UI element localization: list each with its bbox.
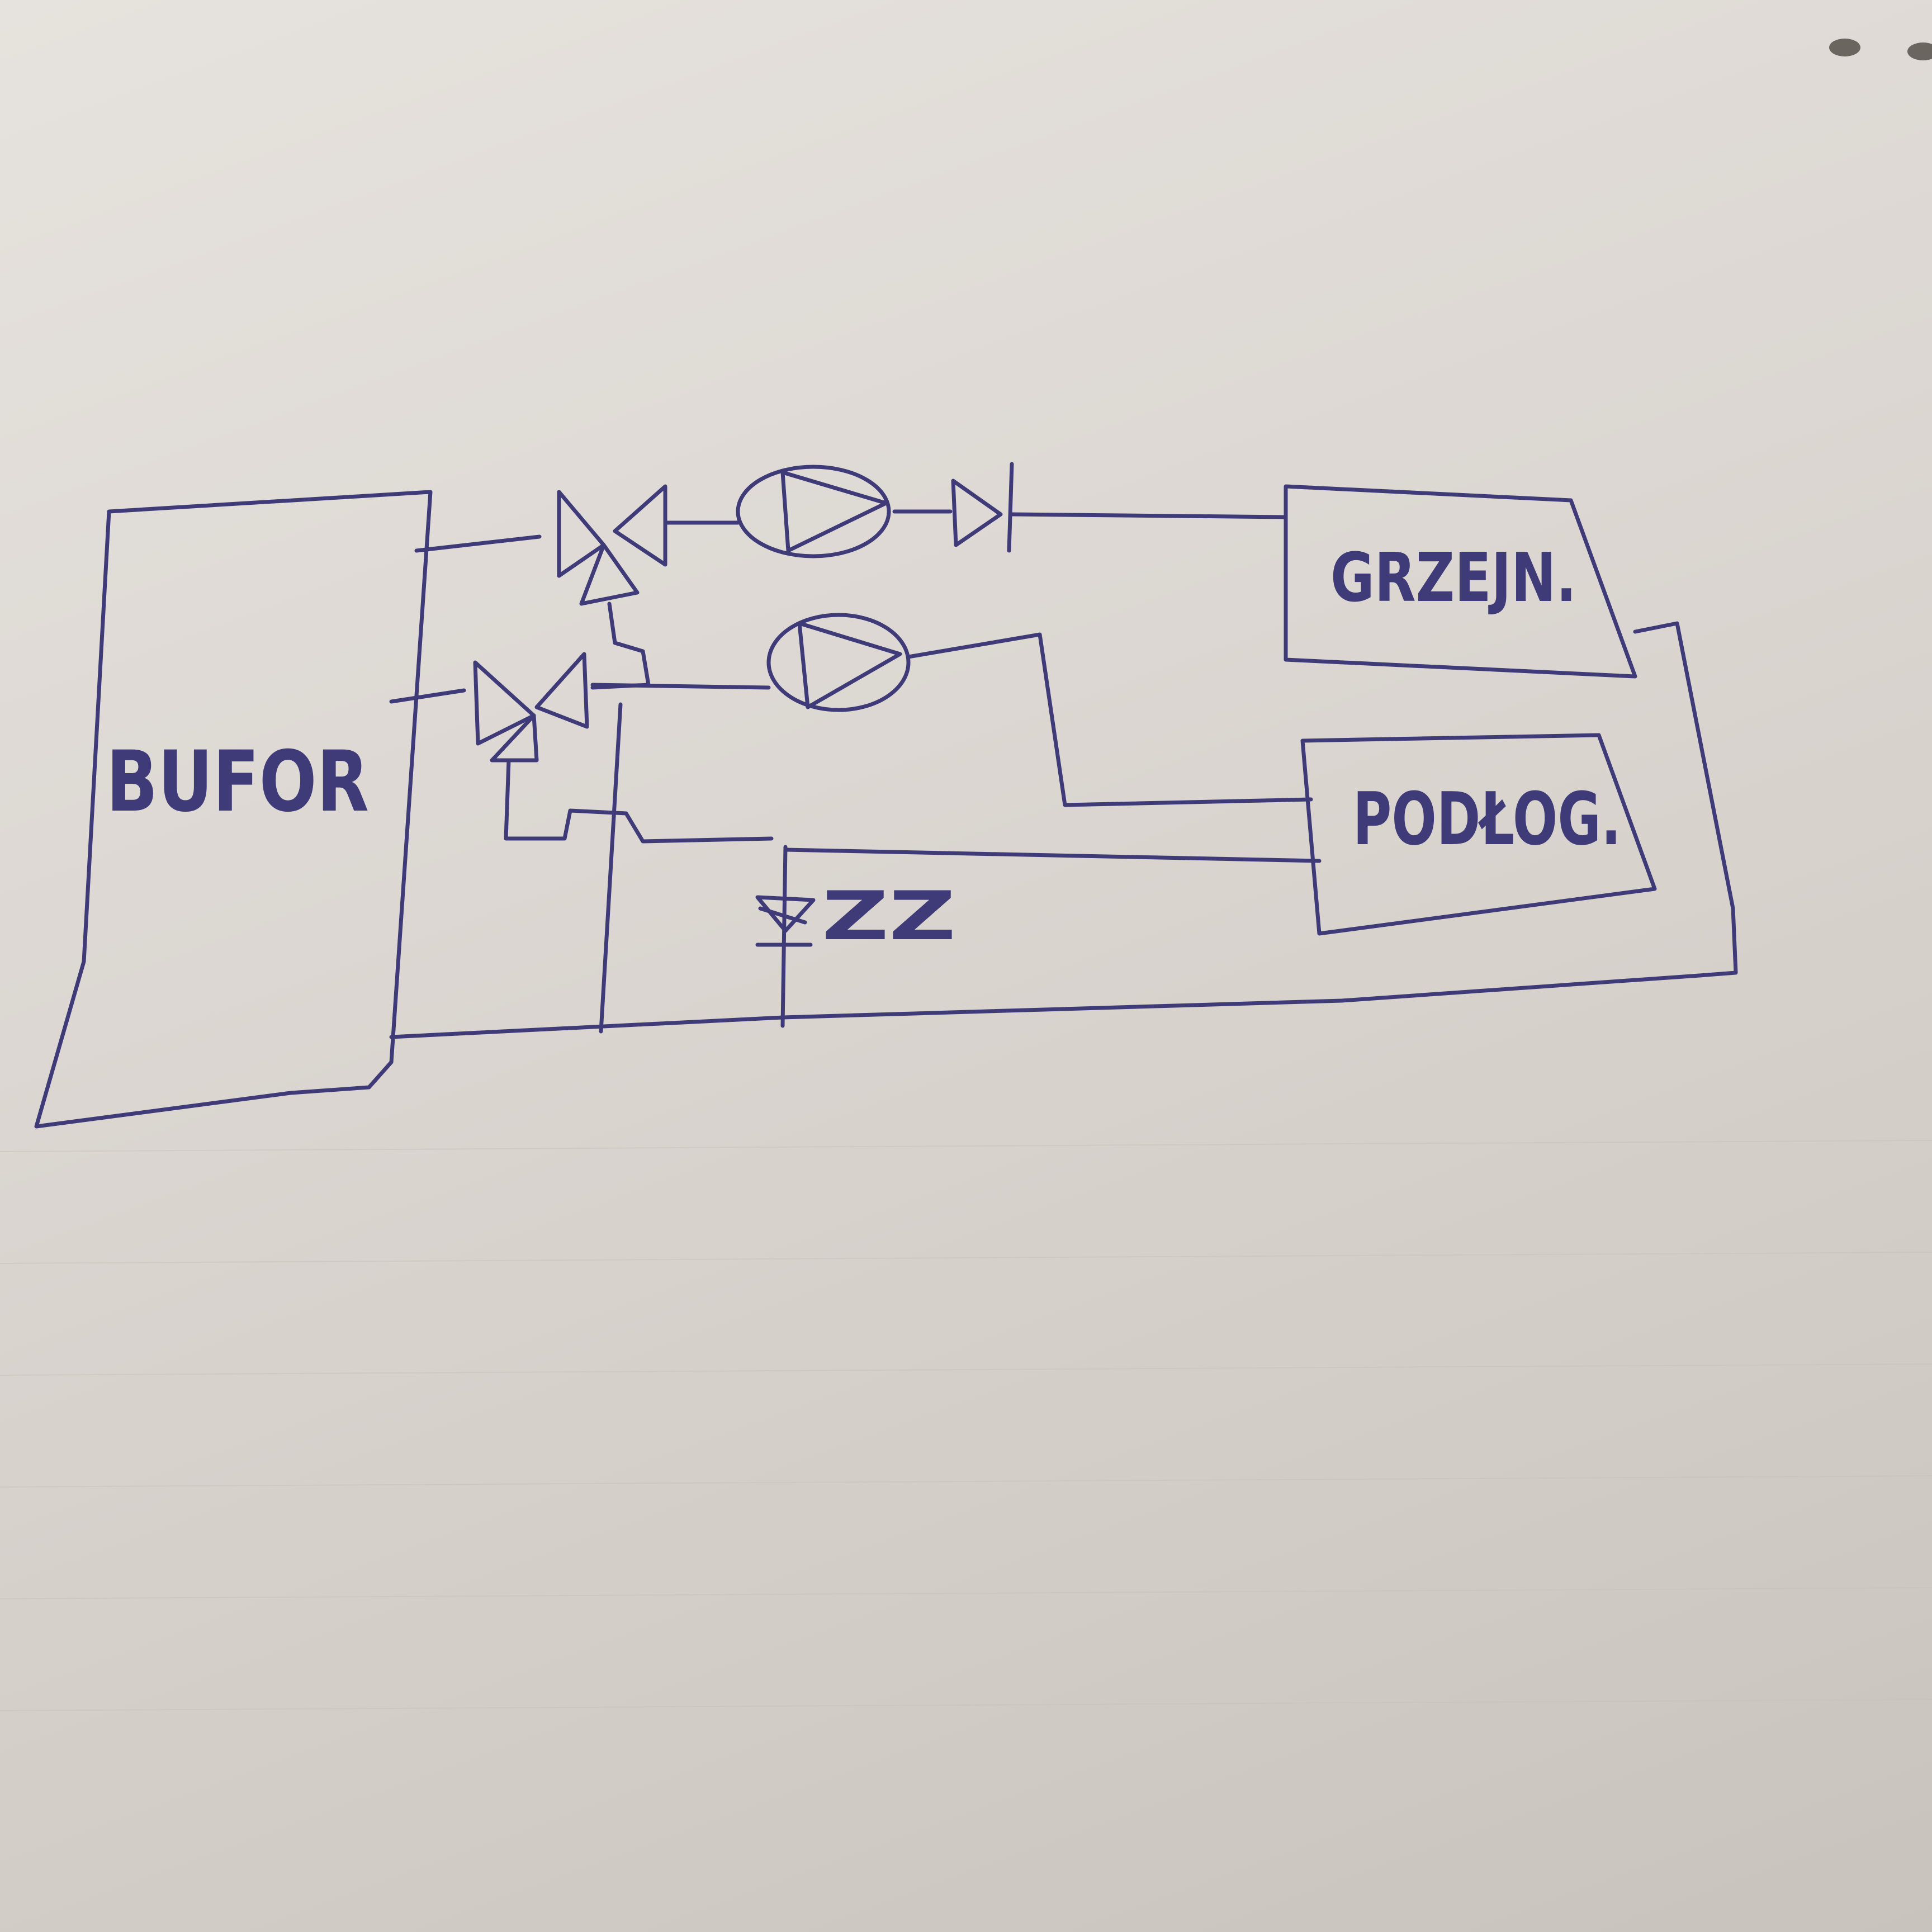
valve-icon <box>755 895 816 947</box>
grzejn-label: GRZEJN. <box>1330 539 1576 617</box>
pump-icon <box>766 613 911 712</box>
pipe-bufor-to-lower-valve <box>389 688 466 704</box>
podlog-label: PODŁOG. <box>1353 776 1621 861</box>
pipe-lower-valve-to-pump <box>590 683 771 690</box>
bufor-label: BUFOR <box>106 733 369 831</box>
binder-hole-icons <box>1829 39 1932 60</box>
pipe-to-podlog <box>906 632 1313 807</box>
paper-lines <box>0 1140 1932 1711</box>
pipe-bufor-to-upper-valve <box>414 534 542 553</box>
pipe-zz-vertical <box>780 845 788 1028</box>
pipe-vertical-bypass <box>599 702 623 1034</box>
pipe-to-grzejn <box>1010 512 1288 519</box>
pipe-lower-valve-bypass <box>590 602 651 690</box>
pump-icon <box>736 465 891 558</box>
pipe-podlog-return <box>783 847 1322 863</box>
podlog-box <box>1300 733 1657 936</box>
three-way-valve-icon <box>473 652 589 763</box>
check-valve-icon <box>951 462 1014 553</box>
three-way-valve-icon <box>557 484 667 606</box>
pipe-grzejn-return <box>389 621 1738 1039</box>
pipe-lower-valve-return <box>504 758 774 844</box>
bufor-box <box>34 490 433 1129</box>
grzejn-box <box>1284 484 1637 679</box>
zz-label: ZZ <box>822 878 956 955</box>
